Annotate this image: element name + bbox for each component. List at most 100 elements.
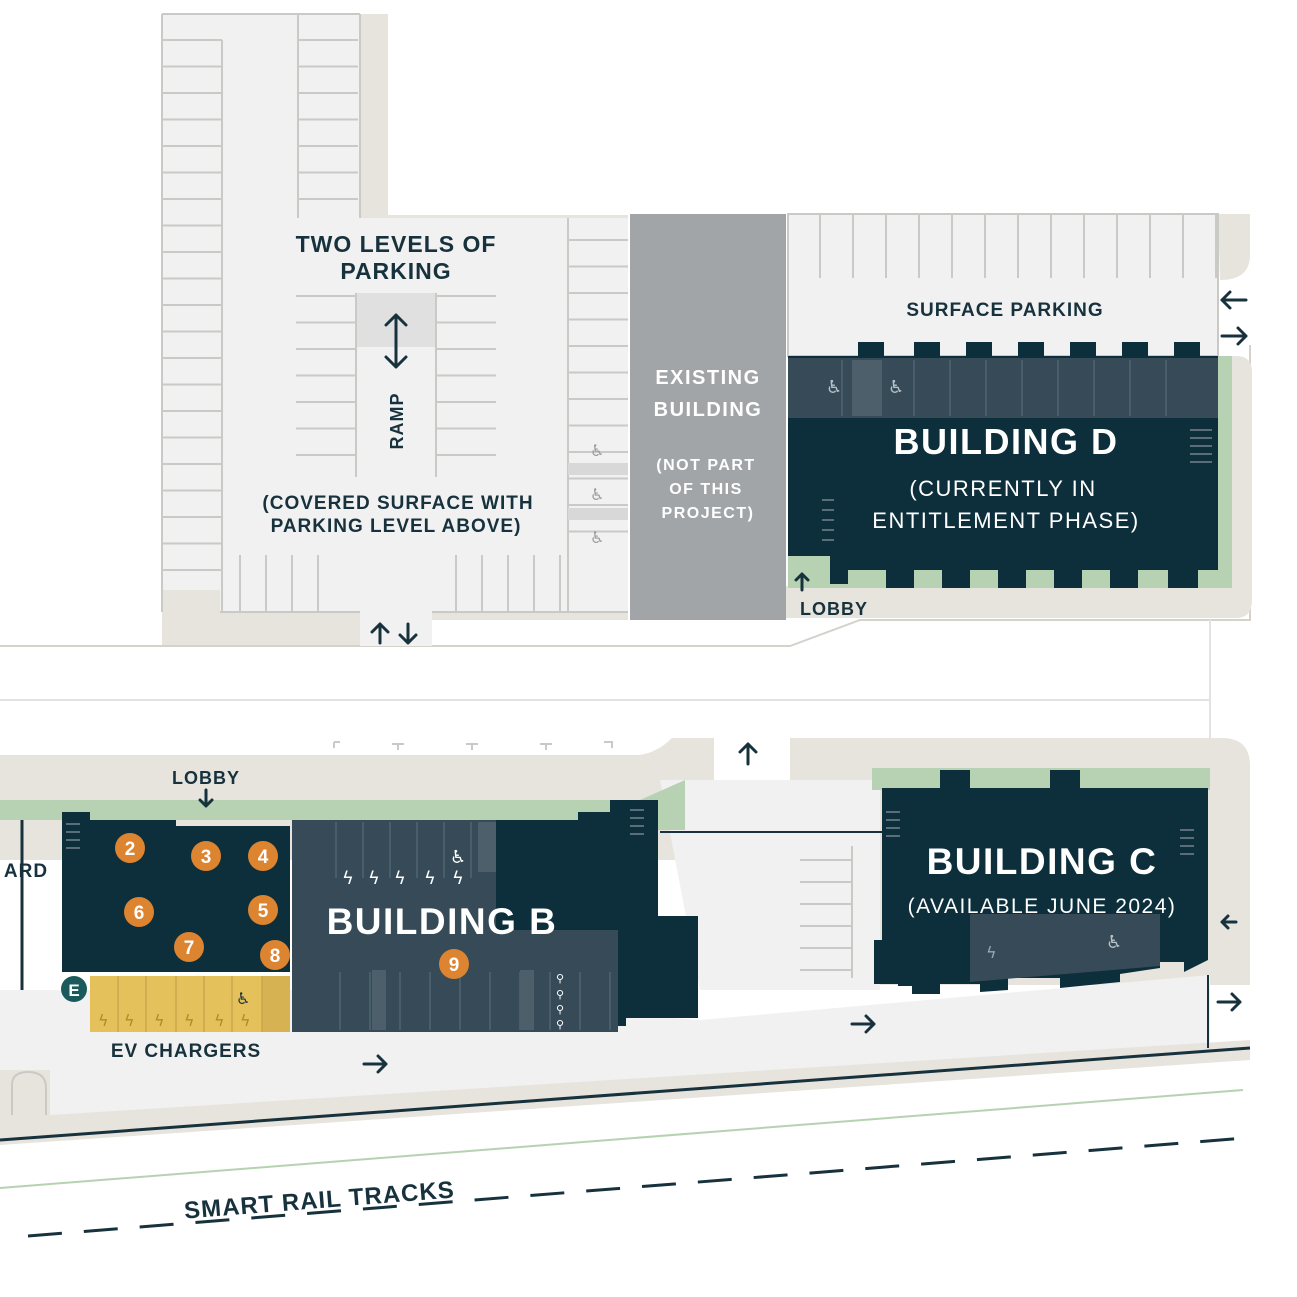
building-d-tab — [1122, 342, 1148, 358]
entry-arrow-right-icon — [1220, 326, 1248, 346]
garage-accessible-stalls: ♿ ♿ ♿ — [568, 441, 628, 547]
building-c-landscape — [872, 768, 1210, 790]
accessible-parking-icon: ♿ — [236, 989, 250, 1008]
rail-tracks-label: SMART RAIL TRACKS — [183, 1176, 456, 1224]
existing-note-2: OF THIS — [669, 481, 743, 498]
ev-charging-icon: ϟ — [154, 1011, 165, 1030]
ev-hatch — [262, 976, 290, 1032]
lobby-b-arrow-icon — [198, 788, 214, 808]
ev-charging-icon: ϟ — [124, 1011, 135, 1030]
existing-building-label-2: BUILDING — [654, 399, 763, 421]
ev-charging-icon: ϟ — [240, 1011, 251, 1030]
lobby-d-label: LOBBY — [800, 599, 868, 619]
surface-stalls — [819, 214, 1217, 278]
building-b-landscape — [0, 800, 685, 820]
building-c-garage — [970, 914, 1160, 982]
road-arrow-right-icon — [362, 1054, 388, 1074]
surface-parking-pavement — [787, 213, 1219, 357]
building-d-note-1: (CURRENTLY IN — [909, 476, 1096, 501]
surface-parking-label: SURFACE PARKING — [906, 300, 1103, 321]
building-d-tab — [858, 342, 884, 358]
ev-charging-icon: ϟ — [368, 868, 380, 889]
hatch-b-2 — [372, 970, 386, 1030]
building-b-wing — [496, 800, 698, 1026]
building-d-tabs — [858, 342, 1200, 358]
unit-marker-4[interactable]: 4 — [248, 841, 278, 871]
svg-text:4: 4 — [258, 847, 269, 868]
ev-marker — [61, 976, 87, 1002]
svg-text:8: 8 — [270, 946, 281, 967]
hatch-1 — [568, 463, 628, 475]
ev-charger-bay — [90, 976, 290, 1032]
existing-note-1: (NOT PART — [656, 457, 755, 474]
road-arrow-up-icon — [738, 742, 758, 766]
building-b-title: BUILDING B — [327, 901, 558, 942]
accessible-parking-icon: ♿ — [888, 377, 904, 398]
yard-partial-label: ARD — [4, 861, 48, 882]
existing-note-3: PROJECT) — [662, 505, 755, 522]
lobby-b-label: LOBBY — [172, 768, 240, 788]
accessible-parking-icon: ♿ — [826, 377, 842, 398]
unit-markers: 2 3 4 5 6 7 8 9 — [115, 833, 469, 979]
covered-label: (COVERED SURFACE WITH — [262, 493, 533, 514]
garage-entry-arrow-icon — [370, 622, 418, 645]
rail-green-line — [0, 1089, 1244, 1189]
building-b-garage — [292, 820, 498, 932]
ev-charging-icon: ϟ — [184, 1011, 195, 1030]
ev-charging-icon: ϟ — [424, 868, 436, 889]
hatch-d — [852, 360, 882, 416]
two-levels-label-2: PARKING — [340, 258, 451, 284]
hatch-b-3 — [520, 970, 534, 1030]
building-b-garage-lower — [292, 930, 618, 1032]
road-ticks — [333, 741, 613, 750]
covered-label-2: PARKING LEVEL ABOVE) — [271, 516, 522, 537]
unit-marker-7[interactable]: 7 — [174, 932, 204, 962]
unit-marker-2[interactable]: 2 — [115, 833, 145, 863]
unit-marker-6[interactable]: 6 — [124, 897, 154, 927]
unit-marker-9[interactable]: 9 — [439, 949, 469, 979]
road-edge-bottom — [0, 1046, 1251, 1142]
ramp — [355, 293, 437, 477]
stairs-icon — [66, 823, 80, 849]
surface-parking-lot — [787, 213, 1248, 357]
bike-parking-icon: ⚲ — [556, 972, 564, 985]
accessible-parking-icon: ♿ — [450, 847, 466, 868]
building-d-title: BUILDING D — [894, 421, 1119, 462]
existing-building-label: EXISTING — [655, 367, 760, 389]
stairs-icon — [1190, 429, 1212, 463]
svg-text:7: 7 — [184, 938, 195, 959]
building-d-sidewalk-right — [785, 356, 1252, 618]
two-levels-label: TWO LEVELS OF — [296, 231, 497, 257]
bike-parking-icon: ⚲ — [556, 1003, 564, 1016]
arrow-right-c-icon — [1216, 992, 1242, 1012]
ev-charging-icon: ϟ — [98, 1011, 109, 1030]
hatch-2 — [568, 508, 628, 520]
unit-marker-5[interactable]: 5 — [248, 895, 278, 925]
accessible-parking-icon: ♿ — [590, 528, 604, 547]
building-d-tab — [914, 342, 940, 358]
building-c-note: (AVAILABLE JUNE 2024) — [908, 895, 1177, 918]
stairs-icon — [886, 811, 900, 837]
stairs-icon — [822, 499, 834, 541]
unit-marker-3[interactable]: 3 — [191, 841, 221, 871]
c-parking-stalls — [800, 846, 853, 978]
rail-dashed-line — [27, 1136, 1246, 1238]
ev-charging-icon: ϟ — [394, 868, 406, 889]
road-arrow-right-icon — [850, 1014, 876, 1034]
ramp-arrow-icon — [384, 313, 408, 369]
building-d-tab — [966, 342, 992, 358]
svg-text:3: 3 — [201, 847, 212, 868]
stairs-icon — [1180, 829, 1194, 855]
bike-parking-icon: ⚲ — [556, 988, 564, 1001]
ev-marker-label: E — [68, 981, 79, 1000]
building-d-sidewalk — [1218, 214, 1250, 280]
existing-building — [630, 214, 786, 620]
unit-marker-8[interactable]: 8 — [260, 940, 290, 970]
building-d: ♿ ♿ — [788, 342, 1232, 592]
svg-text:2: 2 — [125, 839, 136, 860]
exit-arrow-left-icon — [1220, 290, 1248, 310]
hatch-b-1 — [478, 822, 496, 872]
